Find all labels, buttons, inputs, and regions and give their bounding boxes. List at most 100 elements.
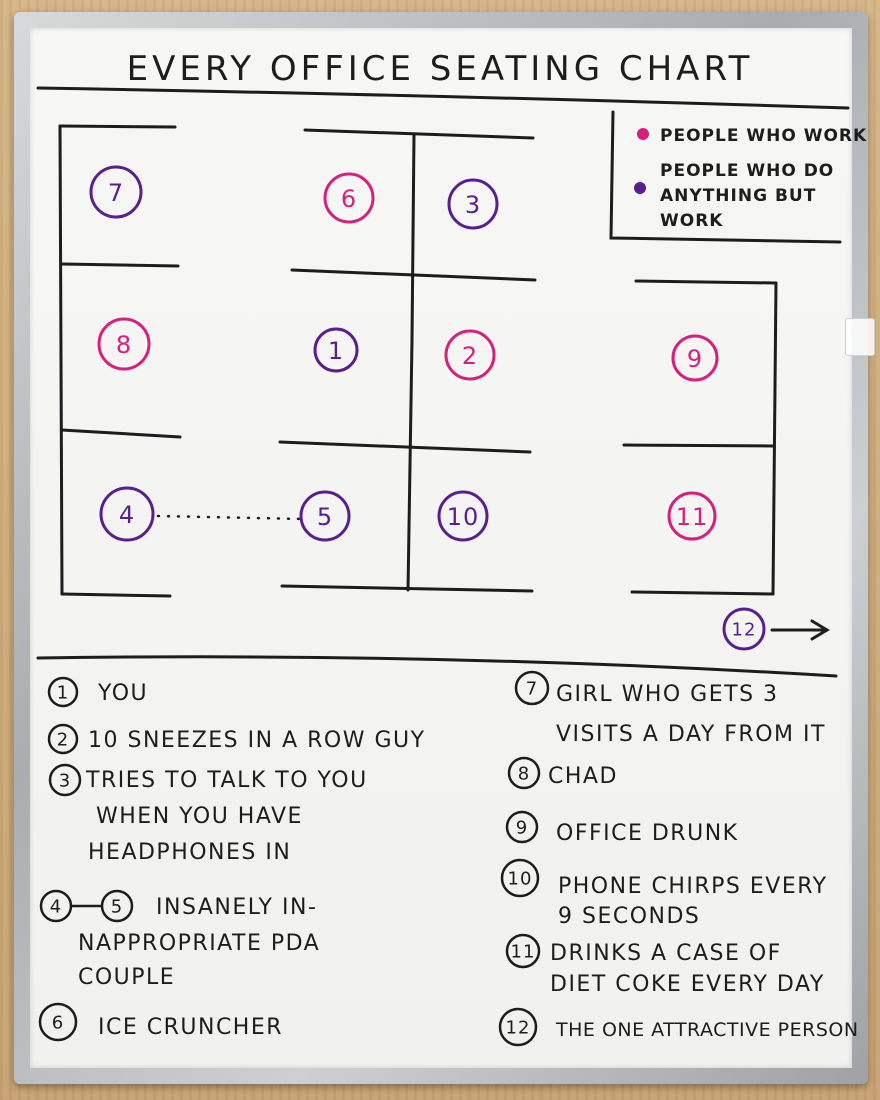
list-number-ring [100,889,134,923]
roster-list: 1 YOU 2 10 SNEEZES IN A ROW GUY 3 TRIES … [38,670,859,1047]
seat-ring [671,334,719,382]
list-text: NAPPROPRIATE PDA [78,931,320,956]
seat-5: 5 [299,490,351,542]
list-number: 5 [111,897,123,918]
list-item-8: 8 CHAD [507,756,618,790]
desk-line [303,128,535,140]
seat-2: 2 [444,329,496,381]
seat-ring [722,607,766,651]
desk-line [58,124,177,129]
list-item-2: 2 10 SNEEZES IN A ROW GUY [47,723,426,755]
desk-line [290,268,537,282]
seat-3: 3 [447,178,499,230]
seat-8: 8 [97,317,151,371]
seat-number: 6 [341,185,357,213]
list-item-1: 1 YOU [47,676,148,708]
list-item-12: 12 THE ONE ATTRACTIVE PERSON [498,1007,859,1047]
list-text: DRINKS A CASE OF [550,941,782,966]
list-number-ring [38,1002,78,1042]
list-item-6: 6 ICE CRUNCHER [38,1002,283,1042]
list-text: THE ONE ATTRACTIVE PERSON [555,1019,859,1041]
list-text: VISITS A DAY FROM IT [556,722,826,747]
seat-ring [444,329,496,381]
list-number-ring [47,676,79,708]
desk-line [60,262,180,268]
legend-label-line-2: ANYTHING BUT [660,186,816,206]
seat-number: 3 [465,191,481,219]
list-number-ring [47,723,79,755]
list-number: 2 [57,730,69,751]
seat-12: 12 [722,607,766,651]
exit-arrow [770,619,830,641]
list-item-10: 10 PHONE CHIRPS EVERY 9 SECONDS [500,858,828,929]
seat-1: 1 [313,327,359,373]
legend-dot-people-who-do-anything-but-work [634,182,646,194]
seat-ring [447,178,499,230]
list-item-11: 11 DRINKS A CASE OF DIET COKE EVERY DAY [505,933,825,997]
desk-layout [36,124,838,678]
seat-10: 10 [437,490,489,542]
whiteboard-surface [30,28,852,1068]
seat-ring [89,165,143,219]
pda-dotted-line [156,514,304,521]
seat-number: 7 [108,179,124,207]
list-text: DIET COKE EVERY DAY [550,972,825,997]
desk-line [622,443,776,448]
seat-9: 9 [671,334,719,382]
list-number-ring [500,858,540,898]
seat-number: 9 [687,345,703,373]
desk-line [630,590,775,596]
legend-label-line-3: WORK [660,211,723,231]
seat-ring [99,486,155,542]
seat-number: 2 [462,342,478,370]
legend: PEOPLE WHO WORK PEOPLE WHO DO ANYTHING B… [609,110,866,244]
seat-ring [299,490,351,542]
list-text: 9 SECONDS [558,904,700,929]
list-text: COUPLE [78,965,175,990]
desk-line [60,592,172,598]
list-text: YOU [97,681,148,706]
list-number: 9 [516,818,528,839]
list-text: INSANELY IN- [156,895,317,920]
list-number: 12 [506,1018,531,1039]
seat-ring [313,327,359,373]
desk-line [771,281,778,596]
list-text: CHAD [548,764,618,789]
list-text: 10 SNEEZES IN A ROW GUY [88,728,426,753]
seat-number: 12 [732,620,757,641]
list-number: 3 [59,771,71,792]
list-text: PHONE CHIRPS EVERY [558,874,828,899]
list-text: OFFICE DRUNK [556,821,739,846]
list-number-ring [48,763,82,797]
seat-number: 1 [328,337,344,365]
list-text: WHEN YOU HAVE [96,804,303,829]
list-number: 11 [511,942,536,963]
list-number: 10 [508,869,533,890]
legend-dot-people-who-work [637,128,649,140]
seat-number: 8 [116,331,132,359]
list-number: 1 [57,683,69,704]
list-item-9: 9 OFFICE DRUNK [505,810,739,846]
list-number: 6 [52,1013,64,1034]
list-text: HEADPHONES IN [88,840,291,865]
list-item-4-5: 4 5 INSANELY IN- NAPPROPRIATE PDA COUPLE [39,889,320,990]
list-number-ring [507,756,541,790]
seat-ring [323,172,375,224]
list-item-7: 7 GIRL WHO GETS 3 VISITS A DAY FROM IT [514,670,826,747]
desk-line [60,428,182,439]
list-number-ring [498,1007,538,1047]
seat-number: 4 [119,501,135,529]
seat-4: 4 [99,486,155,542]
legend-label-line-1: PEOPLE WHO DO [660,161,834,181]
list-item-3: 3 TRIES TO TALK TO YOU WHEN YOU HAVE HEA… [48,763,366,865]
seat-7: 7 [89,165,143,219]
list-number: 7 [526,679,538,700]
list-text: ICE CRUNCHER [98,1015,283,1040]
seat-ring [97,317,151,371]
list-number-ring [505,933,541,969]
list-divider [36,655,838,678]
seat-6: 6 [323,172,375,224]
desk-line [280,584,534,593]
